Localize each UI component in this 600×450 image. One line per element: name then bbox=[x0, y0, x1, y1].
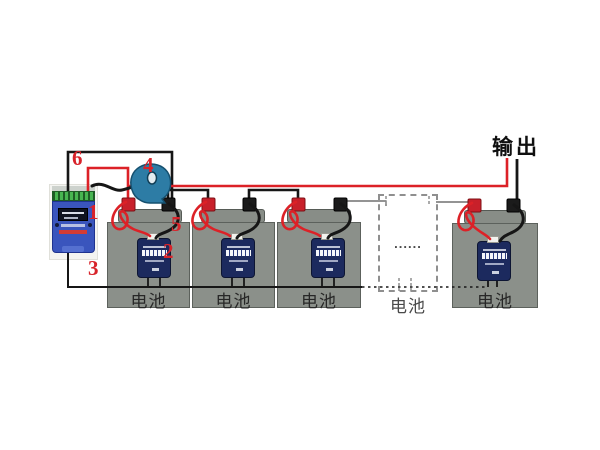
battery3-label: 电池 bbox=[301, 292, 337, 311]
battery5-positive-terminal bbox=[467, 198, 482, 213]
battery1-label: 电池 bbox=[130, 292, 167, 311]
daq-terminal-strip bbox=[52, 191, 95, 201]
battery4-label: 电池 bbox=[390, 297, 426, 316]
battery2-positive-terminal bbox=[201, 197, 216, 212]
sensor-lead-wires bbox=[111, 200, 525, 243]
sensor-module-5 bbox=[477, 236, 511, 281]
callout-3: 3 bbox=[88, 256, 99, 280]
sensor-module-3 bbox=[311, 233, 345, 278]
daq-screw-left bbox=[55, 223, 59, 227]
daq-screw-right bbox=[88, 223, 92, 227]
daq-display bbox=[58, 208, 88, 221]
series-wires bbox=[166, 188, 300, 199]
more-batteries-ellipsis: ...... bbox=[394, 236, 422, 251]
sensor-module-2 bbox=[221, 233, 255, 278]
daq-text-row bbox=[61, 224, 85, 227]
bus-wire bbox=[67, 253, 498, 288]
daq-red-text-band bbox=[59, 230, 87, 234]
daq-bottom-connector bbox=[62, 246, 84, 252]
series-links-dashed bbox=[344, 200, 473, 208]
callout-1: 1 bbox=[88, 200, 99, 224]
callout-4: 4 bbox=[143, 153, 154, 177]
battery3-positive-terminal bbox=[291, 197, 306, 212]
output-label: 输出 bbox=[492, 136, 540, 159]
battery4-dashed-outline bbox=[378, 194, 438, 292]
daq-top-band bbox=[52, 186, 95, 192]
dashed-battery-stubs bbox=[385, 196, 430, 291]
current-clamp-icon bbox=[130, 163, 172, 204]
callout-2: 2 bbox=[163, 239, 174, 263]
daq-red-wire-6 bbox=[86, 166, 130, 199]
sensor-connector-tab bbox=[487, 236, 499, 243]
battery1-positive-terminal bbox=[121, 197, 136, 212]
daq-black-wire bbox=[66, 150, 174, 199]
battery2-label: 电池 bbox=[215, 292, 252, 311]
battery-terminals bbox=[121, 197, 521, 213]
battery5-label: 电池 bbox=[477, 292, 513, 311]
callout-5: 5 bbox=[171, 212, 182, 236]
callout-6: 6 bbox=[72, 146, 83, 170]
output-positive-wire bbox=[128, 158, 509, 188]
sensor-connector-tab bbox=[321, 233, 333, 240]
